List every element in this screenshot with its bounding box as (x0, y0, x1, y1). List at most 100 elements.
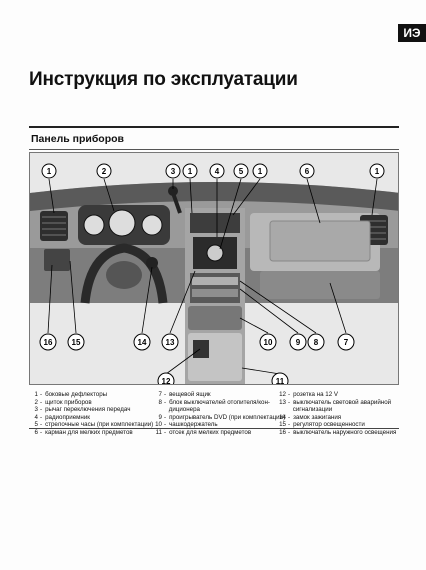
callout-label: 11 (276, 377, 285, 385)
legend-item: 4-радиоприемник (29, 414, 153, 422)
callout-4: 4 (209, 163, 225, 179)
legend-text: выключатель световой аварийной (293, 398, 392, 406)
legend-text: регулятор освещенности (293, 421, 365, 429)
callout-15: 15 (67, 333, 85, 351)
legend-text: радиоприемник (45, 413, 90, 421)
legend-column-2: 7-вещевой ящик 8-блок выключателей отопи… (153, 391, 285, 437)
page-title: Инструкция по эксплуатации (29, 69, 298, 90)
callout-3: 3 (165, 163, 181, 179)
legend-item: диционера (153, 406, 285, 414)
legend-number: 15 (279, 421, 286, 429)
callout-label: 14 (138, 338, 147, 347)
legend-text: замок зажигания (293, 413, 342, 421)
legend-item: 12-розетка на 12 V (277, 391, 396, 399)
legend-item: 3-рычаг переключения передач (29, 406, 153, 414)
legend-number (277, 406, 286, 414)
center-vents (190, 213, 240, 233)
callout-label: 13 (166, 338, 175, 347)
callout-label: 1 (188, 167, 193, 176)
legend-item: 14-замок зажигания (277, 414, 396, 422)
callout-1a: 1 (41, 163, 57, 179)
chapter-badge: ИЭ (398, 24, 426, 42)
legend-text: вещевой ящик (169, 391, 211, 398)
callout-1c: 1 (252, 163, 268, 179)
legend-text: проигрыватель DVD (при комплектации) (169, 413, 286, 421)
legend-item: 5-стрелочные часы (при комплектации) (29, 421, 154, 429)
callout-7: 7 (337, 333, 355, 351)
legend-item: 2-щиток приборов (29, 399, 153, 407)
callout-label: 1 (47, 167, 52, 176)
callout-label: 2 (102, 167, 107, 176)
legend-item: 9-проигрыватель DVD (при комплектации) (153, 413, 286, 422)
legend-text: сигнализации (292, 406, 333, 414)
callout-label: 16 (44, 338, 53, 347)
leader-lines (47, 178, 378, 375)
callout-5: 5 (233, 163, 249, 179)
section-title: Панель приборов (31, 133, 125, 145)
vent-left (40, 211, 68, 241)
legend-item: 15-регулятор освещенности (277, 421, 396, 429)
legend-item: 16-выключатель наружного освещения (277, 429, 396, 437)
legend-number (153, 406, 162, 414)
legend-item: 6-карман для мелких предметов (29, 429, 153, 437)
legend-number: 6 (34, 428, 38, 436)
callouts: 1 2 3 1 4 5 1 6 1 16 15 14 13 10 9 8 7 1… (39, 163, 385, 385)
legend-text: диционера (168, 406, 200, 414)
legend-number: 10 (155, 421, 162, 429)
legend-number: 14 (279, 413, 286, 421)
callout-label: 15 (72, 338, 81, 347)
legend-column-3: 12-розетка на 12 V 13-выключатель светов… (277, 391, 396, 437)
legend-number: 11 (155, 428, 162, 436)
dashboard-illustration: 1 2 3 1 4 5 1 6 1 16 15 14 13 10 9 8 7 1… (30, 153, 398, 385)
callout-label: 5 (239, 167, 244, 176)
callout-label: 1 (258, 167, 263, 176)
legend-item: 13-выключатель световой аварийной (277, 399, 396, 407)
callout-1b: 1 (182, 163, 198, 179)
clock (206, 244, 224, 262)
legend-text: рычаг переключения передач (45, 406, 131, 414)
dash-top-edge (30, 182, 398, 211)
callout-label: 4 (215, 167, 220, 176)
legend-item: 10-чашкодержатель (153, 421, 285, 429)
ignition-area (146, 257, 158, 269)
callout-6: 6 (299, 163, 315, 179)
gear-lever (168, 186, 178, 196)
glovebox (260, 271, 380, 299)
legend-number: 4 (34, 413, 38, 421)
section-rule-top (29, 126, 399, 128)
callout-label: 9 (296, 338, 301, 347)
steering-wheel (80, 243, 168, 304)
callout-9: 9 (289, 333, 307, 351)
legend-number: 13 (279, 398, 286, 406)
callout-1d: 1 (369, 163, 385, 179)
callout-label: 7 (344, 338, 349, 347)
legend-text: стрелочные часы (при комплектации) (45, 421, 154, 429)
legend-number: 3 (34, 406, 38, 414)
power-socket-area (193, 340, 209, 358)
callout-2: 2 (96, 163, 112, 179)
legend-text: карман для мелких предметов (45, 428, 133, 436)
legend-item: 11-отсек для мелких предметов (153, 429, 285, 437)
legend-number: 2 (34, 398, 38, 406)
legend-number: 1 (34, 391, 38, 398)
callout-label: 3 (171, 167, 176, 176)
legend-text: розетка на 12 V (293, 391, 339, 398)
legend-number: 9 (158, 413, 162, 421)
callout-12: 12 (157, 372, 175, 384)
callout-11: 11 (271, 372, 289, 385)
legend-item: 1-боковые дефлекторы (29, 391, 153, 399)
legend-text: блок выключателей отопителя/кон- (169, 398, 270, 406)
callout-8: 8 (307, 333, 325, 351)
legend-item: 7-вещевой ящик (153, 391, 285, 399)
legend-number: 7 (158, 391, 162, 398)
legend-text: щиток приборов (45, 398, 92, 406)
legend-bottom-rule (29, 428, 399, 429)
callout-label: 1 (375, 167, 380, 176)
legend-column-1: 1-боковые дефлекторы 2-щиток приборов 3-… (29, 391, 154, 437)
legend-text: выключатель наружного освещения (293, 428, 397, 436)
legend-item: 8-блок выключателей отопителя/кон- (153, 399, 285, 407)
callout-label: 6 (305, 167, 310, 176)
legend-item: сигнализации (277, 406, 396, 414)
light-switch-area (44, 249, 70, 271)
legend-number: 12 (279, 391, 286, 398)
